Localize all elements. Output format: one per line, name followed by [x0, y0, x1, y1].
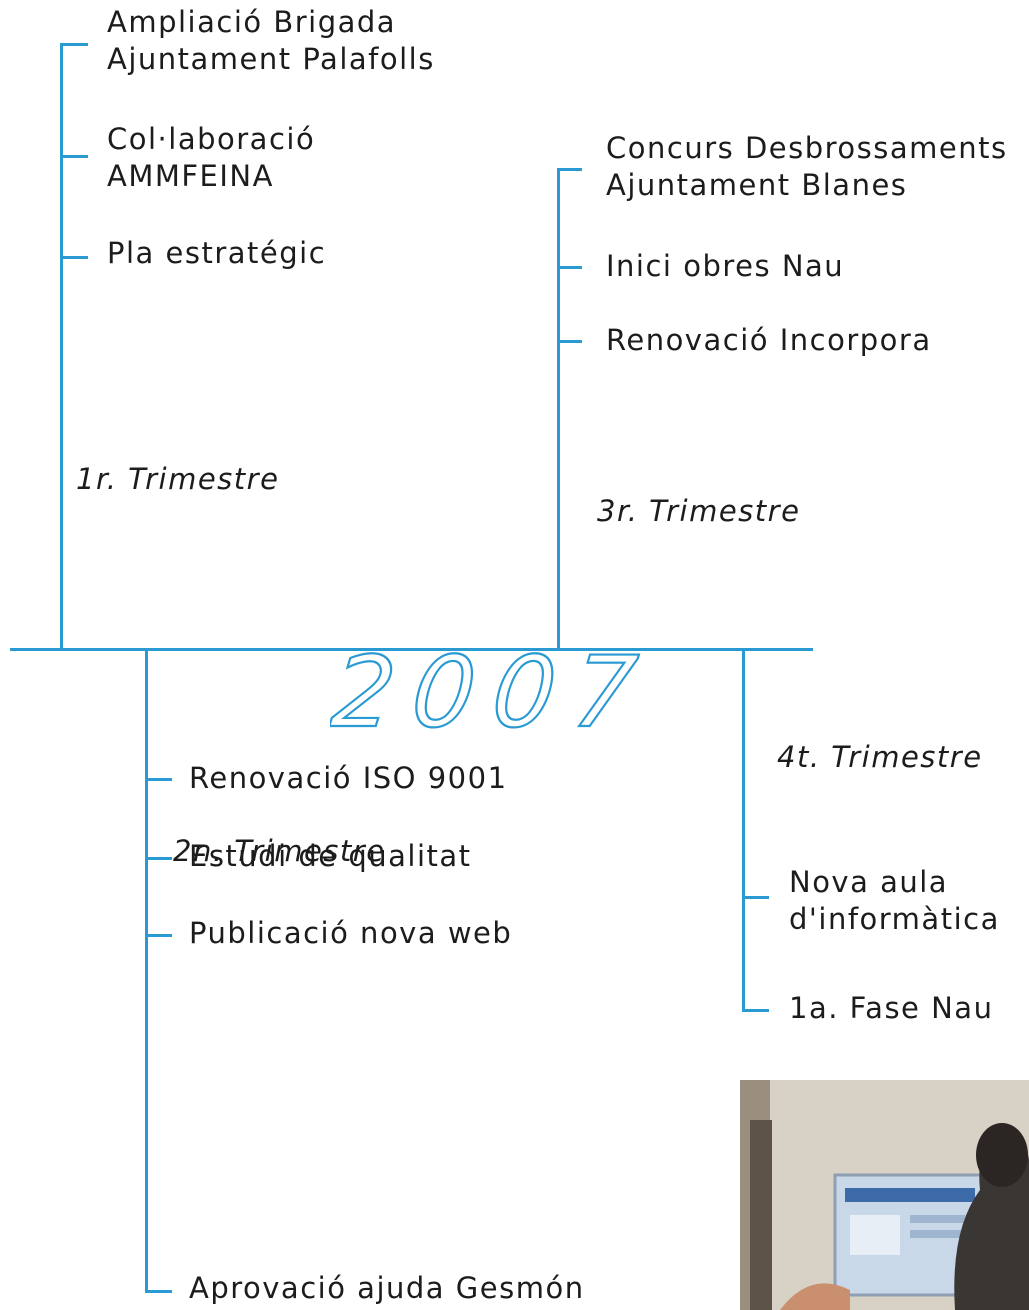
q4-item-1: Nova aula d'informàtica	[789, 865, 1000, 936]
q2-item-3: Publicació nova web	[189, 916, 513, 950]
q3-tick-1	[557, 168, 582, 171]
q3-item-2: Inici obres Nau	[606, 249, 845, 283]
q2-item-2: Estudi de qualitat	[189, 839, 472, 873]
q2-tick-4	[145, 1290, 172, 1293]
q4-tick-1	[742, 896, 769, 899]
q3-item-1: Concurs Desbrossaments Ajuntament Blanes	[606, 131, 1008, 202]
q2-item-1: Renovació ISO 9001	[189, 761, 508, 795]
q2-tick-3	[145, 934, 172, 937]
q1-item-3: Pla estratégic	[107, 236, 327, 270]
q2-label: 2n. Trimestre	[173, 834, 386, 868]
q2-tick-1	[145, 778, 172, 781]
q1-item-2: Col·laboració AMMFEINA	[107, 122, 316, 193]
q1-tick-2	[60, 155, 88, 158]
q1-label: 1r. Trimestre	[76, 462, 280, 496]
timeline-axis	[10, 648, 813, 651]
q1-tick-1	[60, 43, 88, 46]
q3-tick-2	[557, 266, 582, 269]
classroom-photo	[740, 1080, 1029, 1310]
q3-label: 3r. Trimestre	[597, 494, 801, 528]
q1-branch	[60, 43, 63, 649]
q3-branch	[557, 168, 560, 649]
q2-tick-2	[145, 857, 172, 860]
q4-branch	[742, 649, 745, 1012]
q2-item-4: Aprovació ajuda Gesmón	[189, 1271, 585, 1305]
q1-tick-3	[60, 256, 88, 259]
q4-tick-2	[742, 1009, 769, 1012]
q3-tick-3	[557, 340, 582, 343]
year-label: 2007	[330, 640, 660, 735]
q4-label: 4t. Trimestre	[777, 740, 983, 774]
q2-branch	[145, 649, 148, 1293]
svg-text:2007: 2007	[330, 640, 660, 735]
q3-item-3: Renovació Incorpora	[606, 323, 932, 357]
q1-item-1: Ampliació Brigada Ajuntament Palafolls	[107, 5, 435, 76]
q4-item-2: 1a. Fase Nau	[789, 991, 994, 1025]
